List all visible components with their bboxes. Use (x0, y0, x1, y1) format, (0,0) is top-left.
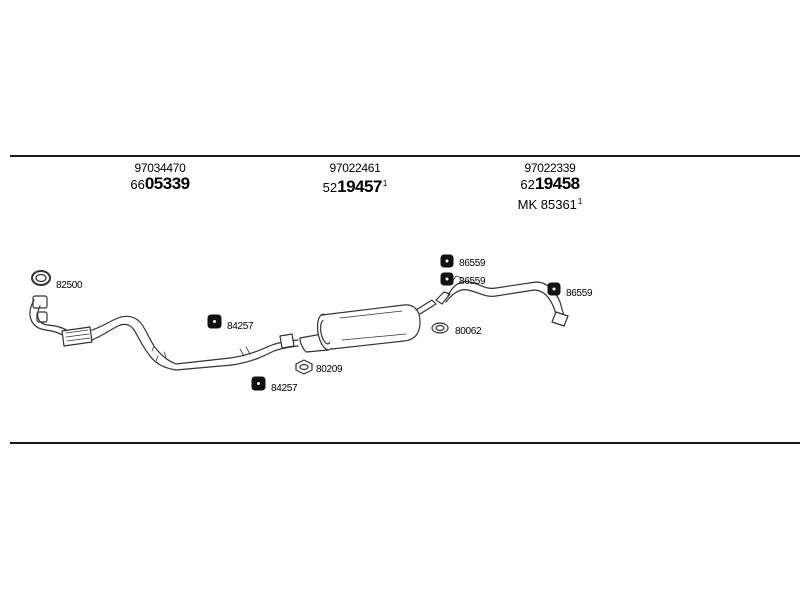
rubber-hanger-left-icon (207, 314, 222, 329)
front-gasket-icon (31, 270, 51, 286)
rubber-hanger-rear-second-icon (440, 272, 454, 286)
callout-front-gasket: 82500 (56, 280, 83, 291)
rubber-hanger-rear-top-icon (440, 254, 454, 268)
rear-gasket-icon (431, 322, 449, 334)
callout-mid-gasket: 80209 (316, 364, 343, 375)
rubber-hanger-low-icon (251, 376, 266, 391)
part-column-middle-silencer: 97022461 52194571 (305, 161, 405, 197)
rubber-hanger-tail-icon (547, 282, 561, 296)
part-number: 52194571 (322, 177, 388, 196)
rear-tail-pipe-icon (435, 275, 569, 327)
callout-hanger-rear-top: 86559 (459, 258, 486, 269)
bottom-divider-line (10, 442, 800, 444)
part-column-front-pipe: 97034470 6605339 (110, 161, 210, 194)
callout-hanger-left: 84257 (227, 321, 254, 332)
middle-silencer-icon (299, 299, 437, 353)
oe-number: 97022461 (329, 161, 381, 175)
callout-rear-gasket: 80062 (455, 326, 482, 337)
front-pipe-icon (29, 295, 299, 371)
callout-hanger-rear-second: 86559 (459, 276, 486, 287)
mid-gasket-icon (295, 359, 313, 375)
oe-number: 97034470 (134, 161, 186, 175)
callout-hanger-tail: 86559 (566, 288, 593, 299)
part-column-rear-pipe: 97022339 6219458 MK 853611 (500, 161, 600, 213)
part-number: 6605339 (130, 174, 190, 193)
mounting-kit-number: MK 853611 (517, 197, 583, 212)
oe-number: 97022339 (524, 161, 576, 175)
part-number: 6219458 (520, 174, 580, 193)
callout-hanger-low: 84257 (271, 383, 298, 394)
top-divider-line (10, 155, 800, 157)
